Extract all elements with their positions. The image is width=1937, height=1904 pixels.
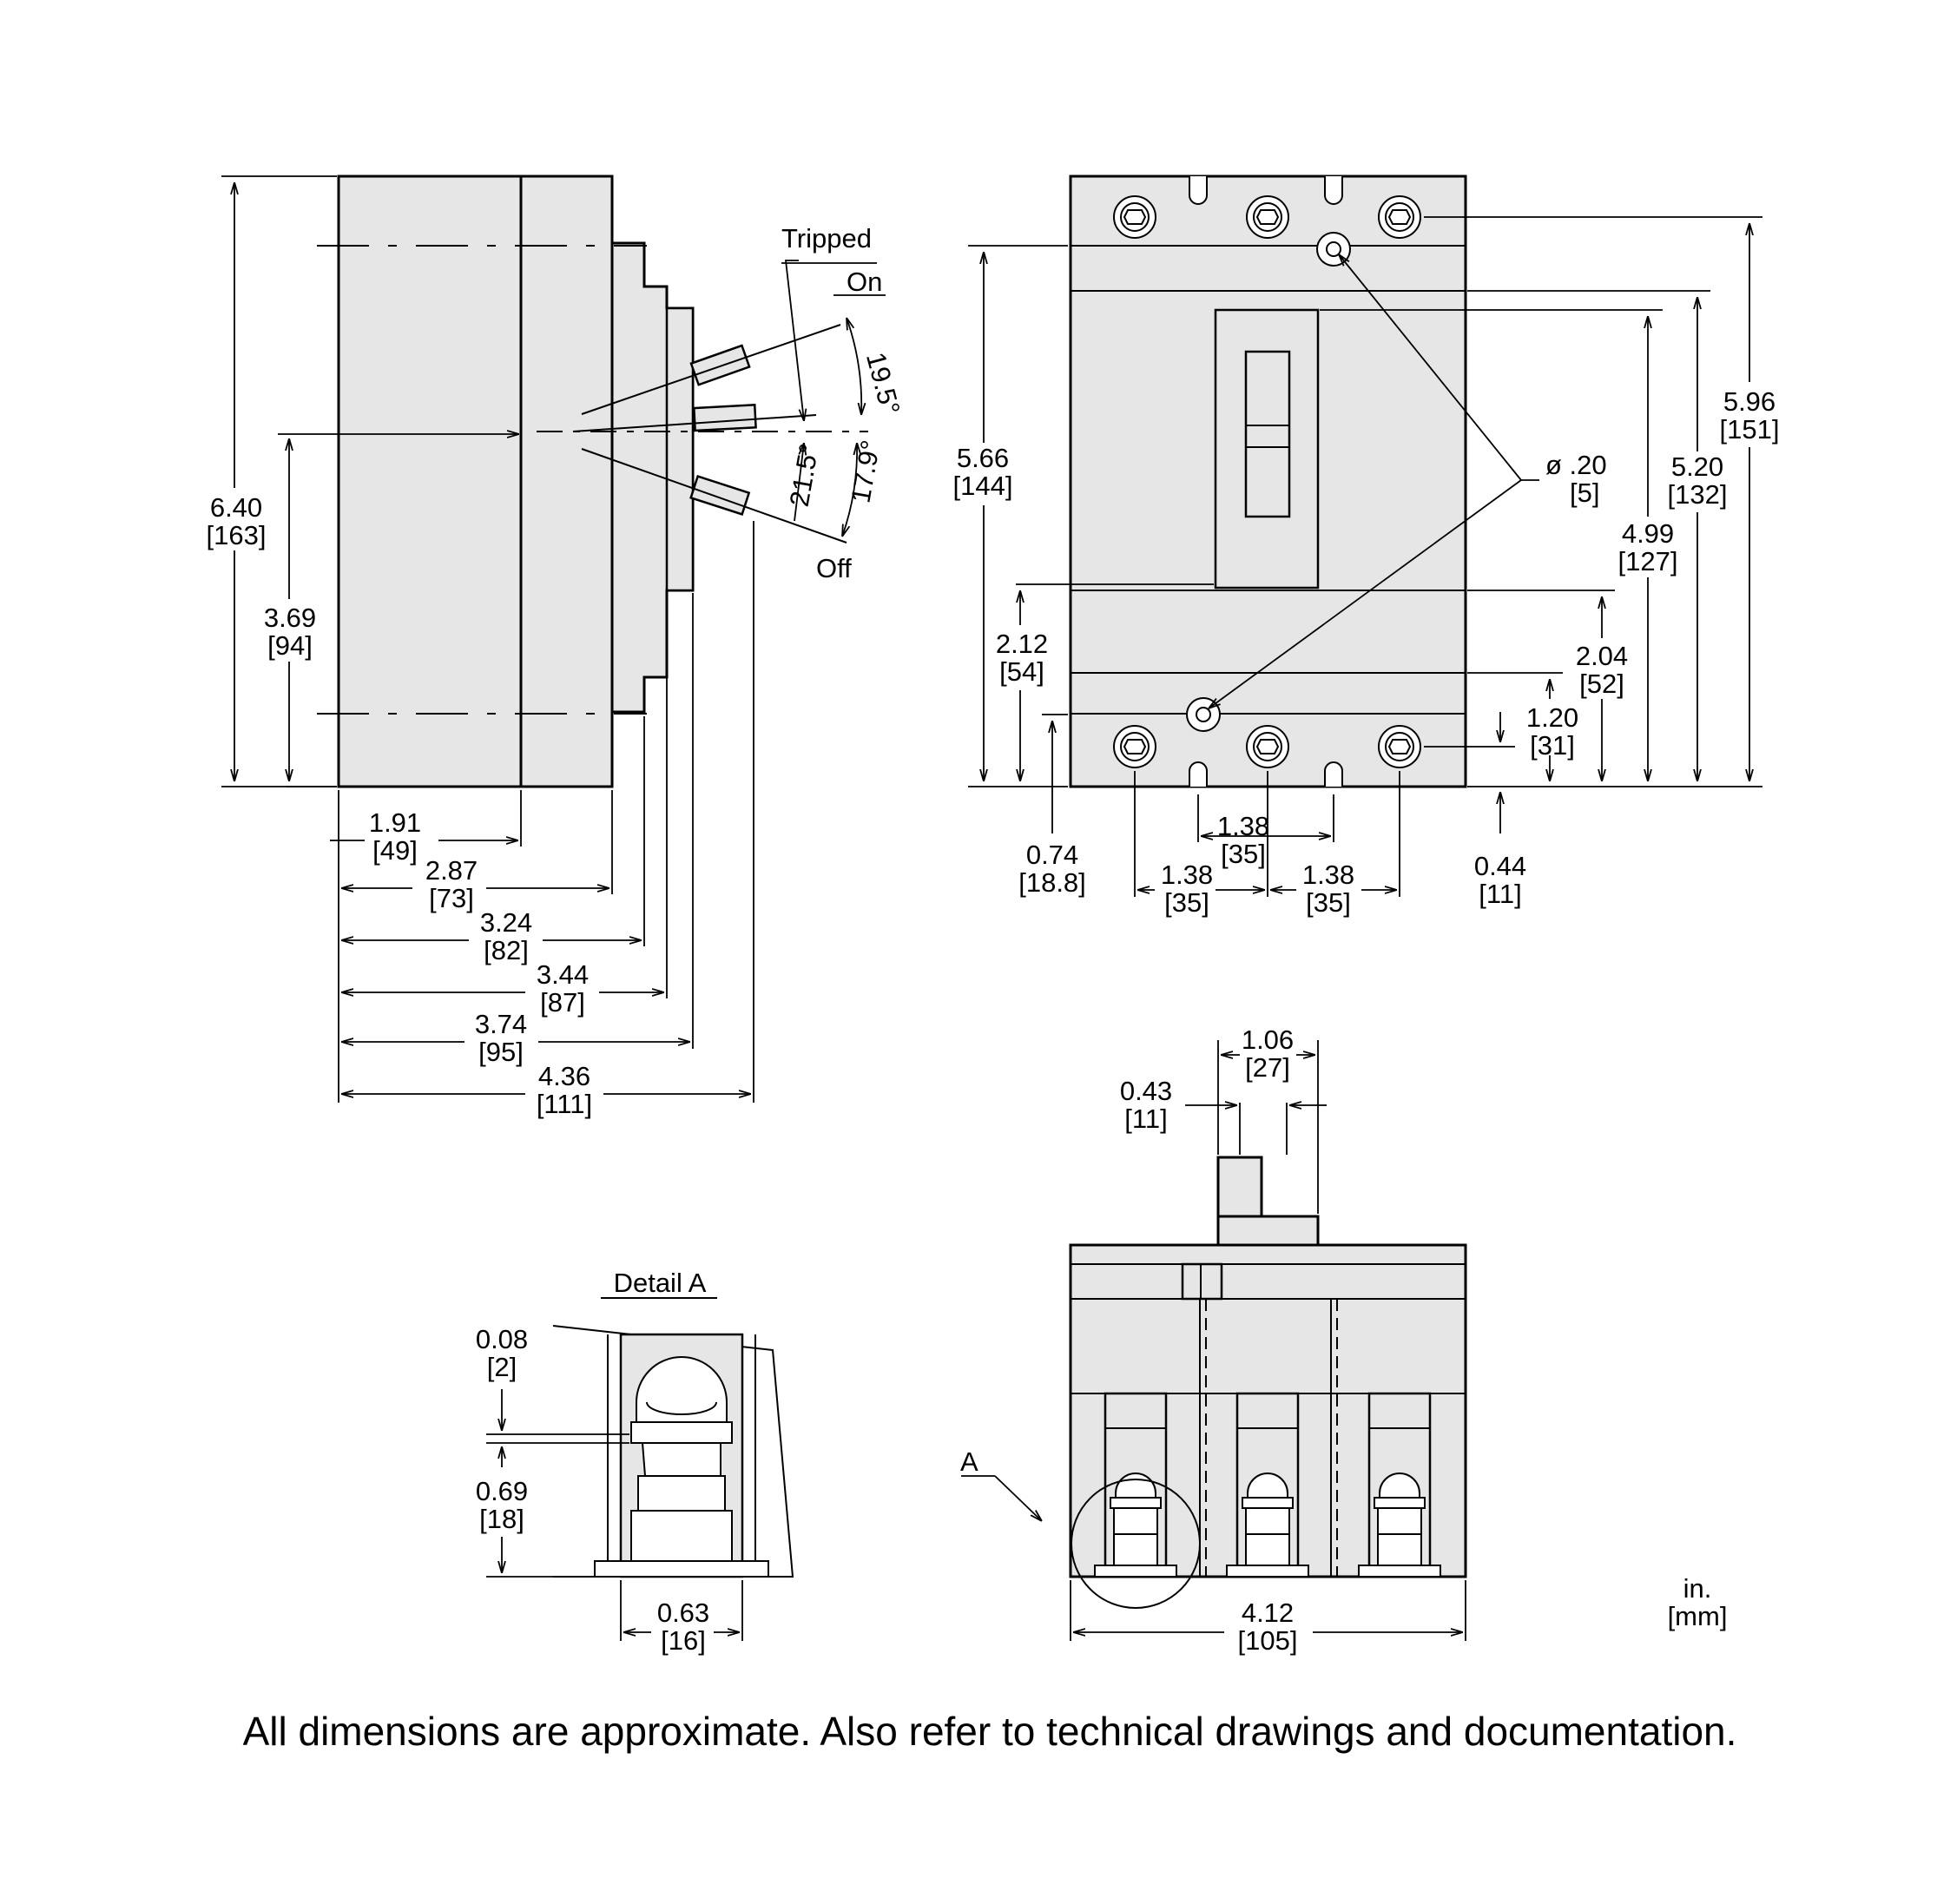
dim-2-87: 2.87 <box>425 855 478 886</box>
side-handle-on <box>689 344 751 386</box>
dim-1-38-right-mm: [35] <box>1306 887 1351 918</box>
dim-1-06: 1.06 <box>1242 1024 1294 1055</box>
dim-hole-dia: ø .20 <box>1545 450 1607 480</box>
dim-3-69-mm: [94] <box>267 630 313 661</box>
dim-1-91-mm: [49] <box>372 835 418 866</box>
front-view: ø .20 [5] 5.66 [144] 2.12 [54] 0.74 [18.… <box>946 175 1780 918</box>
dim-4-99-mm: [127] <box>1618 546 1678 576</box>
dim-0-69-mm: [18] <box>479 1504 524 1534</box>
dim-4-36: 4.36 <box>538 1061 590 1091</box>
dim-1-38-mid-mm: [35] <box>1221 839 1266 869</box>
dim-0-63-mm: [16] <box>661 1625 706 1656</box>
mounting-hole <box>1316 232 1351 267</box>
side-body-rear <box>337 175 523 788</box>
dim-0-43-mm: [11] <box>1124 1104 1167 1134</box>
dim-3-69: 3.69 <box>264 603 316 633</box>
dim-3-44-mm: [87] <box>540 987 585 1018</box>
detail-a-callout: A <box>960 1446 978 1477</box>
dim-3-24-mm: [82] <box>484 935 529 965</box>
dim-0-43: 0.43 <box>1120 1076 1172 1106</box>
units-mm: [mm] <box>1668 1601 1728 1631</box>
dim-hole-dia-mm: [5] <box>1570 478 1599 508</box>
dim-5-66-mm: [144] <box>953 471 1013 501</box>
top-notch <box>1189 176 1208 205</box>
label-on: On <box>847 267 882 297</box>
dim-0-69: 0.69 <box>476 1476 528 1506</box>
terminal-screw-bottom <box>1113 725 1421 768</box>
dim-2-12-mm: [54] <box>999 656 1044 687</box>
dim-5-20: 5.20 <box>1671 451 1723 482</box>
dim-4-12: 4.12 <box>1242 1598 1294 1628</box>
pole-terminal <box>1358 1392 1441 1578</box>
side-body-front <box>519 175 614 788</box>
angle-on: 19.5° <box>860 349 906 418</box>
bottom-notch <box>1324 761 1343 787</box>
pole-terminal <box>1226 1392 1309 1578</box>
pole-terminal <box>1094 1392 1177 1578</box>
side-handle-plate <box>665 306 695 592</box>
dim-1-91: 1.91 <box>369 807 421 838</box>
bottom-handle-base <box>1216 1215 1320 1247</box>
dim-3-74-mm: [95] <box>478 1037 524 1067</box>
terminal-screw-top <box>1113 195 1421 239</box>
dim-6-40: 6.40 <box>210 492 262 523</box>
bottom-notch <box>1189 761 1208 787</box>
dim-1-38-left: 1.38 <box>1161 860 1213 890</box>
dim-2-87-mm: [73] <box>429 883 474 913</box>
dim-5-96: 5.96 <box>1723 386 1776 417</box>
dim-2-04-mm: [52] <box>1579 669 1624 699</box>
dim-1-20-mm: [31] <box>1530 730 1575 761</box>
dim-0-08: 0.08 <box>476 1324 528 1354</box>
dim-1-38-mid: 1.38 <box>1217 811 1269 841</box>
detail-a-view: Detail A 0.08 [2] 0.69 [18] 0.63 [16] <box>476 1268 794 1656</box>
bottom-handle <box>1216 1156 1263 1218</box>
dim-6-40-mm: [163] <box>207 520 267 550</box>
side-handle-tripped <box>693 404 757 432</box>
side-handle-off <box>689 475 751 516</box>
units-in: in. <box>1683 1573 1712 1604</box>
dim-4-36-mm: [111] <box>537 1089 592 1119</box>
label-off: Off <box>816 553 852 583</box>
dim-4-12-mm: [105] <box>1238 1625 1298 1656</box>
dim-1-38-left-mm: [35] <box>1164 887 1209 918</box>
bottom-view: A 1.06 [27] 0.43 [11] 4.12 [105] <box>960 1024 1467 1656</box>
dim-0-44-mm: [11] <box>1479 879 1521 909</box>
dim-0-44: 0.44 <box>1474 851 1526 881</box>
detail-a-title: Detail A <box>614 1268 707 1298</box>
angle-off: 17.9° <box>845 438 886 505</box>
footnote: All dimensions are approximate. Also ref… <box>243 1709 1737 1754</box>
dim-3-24: 3.24 <box>480 907 532 938</box>
dim-2-12: 2.12 <box>996 629 1048 659</box>
dim-0-63: 0.63 <box>657 1598 709 1628</box>
dim-0-74: 0.74 <box>1026 840 1078 870</box>
dim-1-38-right: 1.38 <box>1302 860 1354 890</box>
dim-4-99: 4.99 <box>1622 518 1674 549</box>
dim-3-74: 3.74 <box>475 1009 527 1039</box>
handle-slot <box>1244 350 1291 518</box>
top-notch <box>1324 176 1343 205</box>
dim-3-44: 3.44 <box>537 959 589 990</box>
angle-tripped: 21.5° <box>784 441 825 509</box>
detail-a-circle <box>1071 1479 1201 1609</box>
dim-1-20: 1.20 <box>1526 702 1578 733</box>
units-legend: in. [mm] <box>1668 1573 1728 1631</box>
dim-5-96-mm: [151] <box>1720 414 1780 445</box>
side-view: Tripped On Off 19.5° 21.5° 17.9° 6.40 [1… <box>204 175 906 1119</box>
dim-5-66: 5.66 <box>957 443 1009 473</box>
dim-1-06-mm: [27] <box>1245 1052 1290 1083</box>
dim-0-08-mm: [2] <box>487 1352 517 1382</box>
dim-5-20-mm: [132] <box>1668 479 1728 510</box>
label-tripped: Tripped <box>781 223 872 254</box>
dim-0-74-mm: [18.8] <box>1018 867 1086 898</box>
dim-2-04: 2.04 <box>1576 641 1628 671</box>
